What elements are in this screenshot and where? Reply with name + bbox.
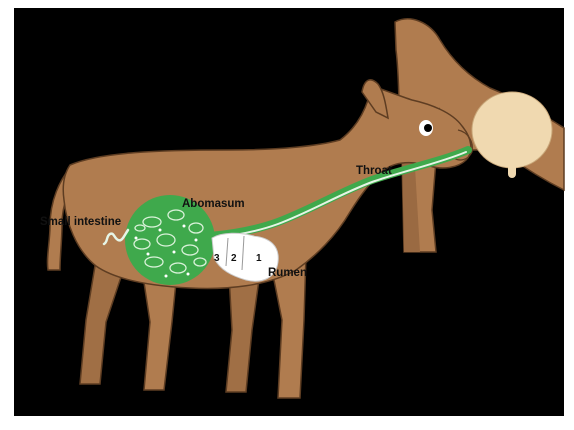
compartment-number-3: 3: [214, 253, 220, 264]
label-throat: Throat: [356, 165, 392, 177]
compartment-number-1: 1: [256, 253, 262, 264]
calf-pupil: [424, 124, 432, 132]
mother-cow-teat: [508, 160, 516, 178]
compartment-number-2: 2: [231, 253, 237, 264]
mother-cow-udder: [472, 92, 552, 168]
label-small-intestine: Small intestine: [40, 216, 121, 228]
label-rumen: Rumen: [268, 267, 307, 279]
label-abomasum: Abomasum: [182, 198, 245, 210]
